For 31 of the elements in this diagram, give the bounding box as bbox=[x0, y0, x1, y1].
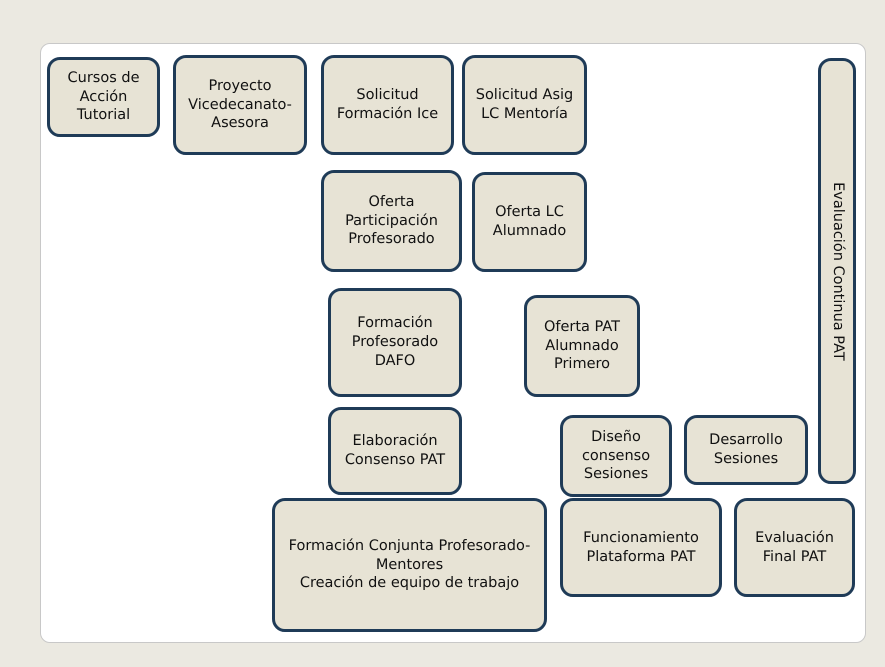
box-text: Proyecto Vicedecanato- Asesora bbox=[187, 76, 293, 134]
process-box bbox=[462, 55, 587, 155]
box-text: Oferta Participación Profesorado bbox=[344, 192, 439, 250]
box-text: Oferta PAT Alumnado Primero bbox=[542, 318, 622, 374]
process-box bbox=[321, 170, 462, 272]
process-box bbox=[818, 58, 856, 484]
box-text: Creación de equipo de trabajo bbox=[300, 574, 520, 594]
box-text: Desarrollo Sesiones bbox=[708, 431, 784, 469]
box-text: Elaboración Consenso PAT bbox=[344, 432, 446, 470]
box-text: Formación Conjunta Profesorado-Mentores bbox=[288, 536, 532, 574]
box-text: Oferta LC Alumnado bbox=[492, 203, 568, 241]
process-box bbox=[524, 295, 640, 397]
process-box bbox=[560, 498, 722, 597]
box-text: Solicitud Formación Ice bbox=[336, 86, 440, 124]
process-box bbox=[328, 288, 462, 397]
process-box bbox=[560, 415, 672, 497]
box-text: Cursos de Acción Tutorial bbox=[66, 68, 140, 126]
box-text: Diseño consenso Sesiones bbox=[580, 428, 652, 484]
process-box bbox=[47, 57, 160, 137]
box-text: Solicitud Asig LC Mentoría bbox=[474, 86, 574, 124]
process-box bbox=[321, 55, 454, 155]
box-text: Evaluación Continua PAT bbox=[828, 182, 846, 360]
process-box bbox=[734, 498, 855, 597]
process-box bbox=[684, 415, 808, 485]
process-box bbox=[272, 498, 547, 632]
process-box bbox=[173, 55, 307, 155]
process-box bbox=[328, 407, 462, 495]
box-text: Evaluación Final PAT bbox=[754, 528, 835, 566]
box-text: Funcionamiento Plataforma PAT bbox=[582, 528, 700, 566]
box-text: Formación Profesorado DAFO bbox=[350, 314, 440, 371]
process-box bbox=[472, 172, 587, 272]
